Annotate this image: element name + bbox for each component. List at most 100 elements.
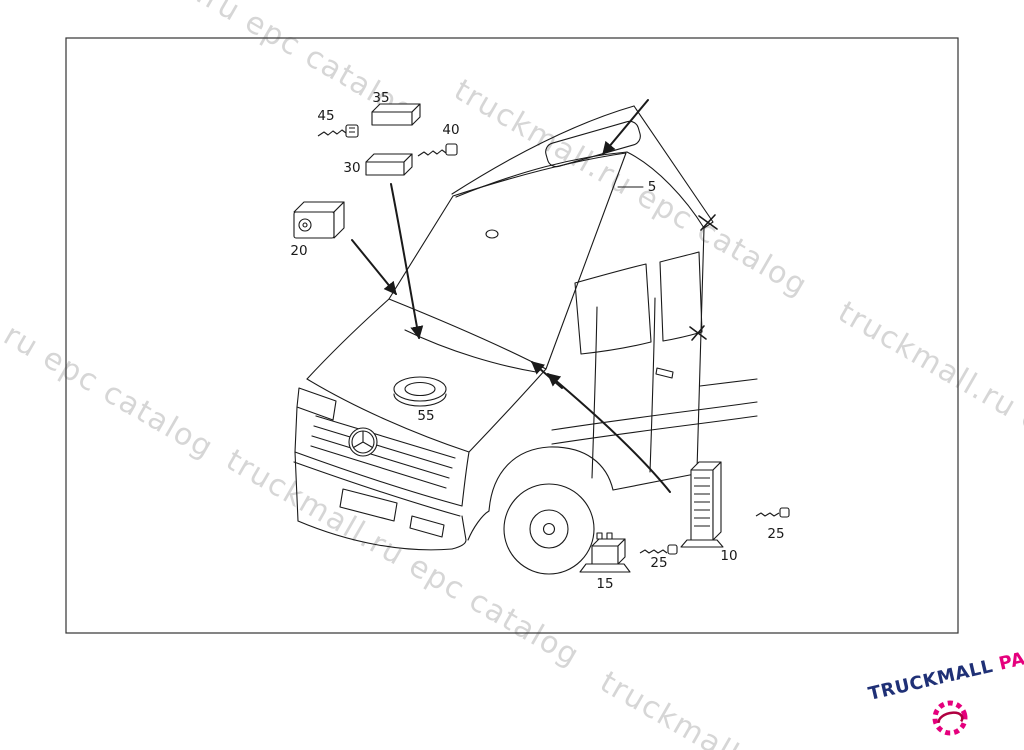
- part-label-25b: 25: [767, 526, 784, 542]
- connector-detail: [349, 127, 355, 133]
- diagram-border: [65, 37, 959, 634]
- bumper-bottom: [297, 520, 453, 551]
- box-front: [365, 161, 405, 176]
- harness-cut-mark: [698, 214, 718, 231]
- logo: TRUCKMALL PARTS: [866, 639, 1024, 736]
- harness-cut-mark: [689, 325, 707, 341]
- part-label-10: 10: [720, 548, 737, 564]
- connector-body: [667, 544, 678, 555]
- van-line: [633, 105, 714, 229]
- part-label-5: 5: [648, 179, 657, 195]
- part-30-box: [365, 153, 413, 176]
- relay-front: [591, 545, 619, 565]
- leader-arrow: [602, 99, 649, 155]
- part-35-box: [371, 103, 421, 126]
- fusebox-base: [680, 539, 724, 548]
- grille-slat: [315, 415, 456, 459]
- fog-lamp: [409, 515, 445, 538]
- license-plate: [339, 488, 398, 522]
- fusebox-front: [690, 469, 714, 541]
- relay-bracket: [579, 563, 631, 573]
- van-drawing: [293, 105, 758, 575]
- leader-arrow: [547, 373, 671, 493]
- side-window: [659, 251, 703, 342]
- grommet-outline: [393, 376, 447, 402]
- logo-text-accent: PARTS: [997, 639, 1024, 674]
- part-label-40: 40: [442, 122, 459, 138]
- logo-gear-icon: [932, 700, 968, 736]
- door-edge: [649, 297, 656, 473]
- part-label-55: 55: [417, 408, 434, 424]
- roof-harness-outline: [545, 120, 641, 168]
- box-side: [411, 103, 421, 126]
- part-drawings: [293, 103, 790, 573]
- van-line: [696, 227, 705, 471]
- rocker-line: [612, 472, 701, 491]
- body-line: [551, 415, 758, 445]
- hood-crease: [404, 329, 537, 373]
- grommet-rim: [393, 393, 447, 407]
- connector-body: [779, 507, 790, 518]
- part-15-relay: [579, 532, 631, 573]
- leader-arrow: [531, 361, 563, 389]
- leader-arrow: [390, 183, 424, 340]
- part-label-20: 20: [290, 243, 307, 259]
- watermark-text: truckmall.ru epc catalog: [832, 295, 1024, 526]
- unit-grommet-pin: [302, 222, 308, 228]
- grille-slat: [311, 435, 450, 479]
- part-labels: 45 35 40 30 20 5 55 15 25 10 25: [290, 90, 784, 592]
- watermark-text: truckmall.ru epc catalog: [0, 235, 220, 466]
- unit-side: [333, 201, 345, 239]
- part-10-fuse-box: [680, 461, 724, 548]
- front-corner: [294, 406, 298, 453]
- connector-teeth: [755, 512, 780, 517]
- connector-teeth: [639, 549, 668, 554]
- bumper-line: [293, 461, 461, 517]
- body-line: [551, 401, 758, 431]
- rim: [529, 509, 569, 549]
- connector-body: [445, 143, 458, 156]
- harness-arrows: [351, 99, 671, 493]
- connector-body: [345, 124, 359, 138]
- box-side: [403, 153, 413, 176]
- gear-swirl: [937, 711, 964, 724]
- watermark-text: truckmall.ru epc catalog: [56, 0, 422, 130]
- part-25-connector-left: [639, 544, 678, 555]
- gear-teeth: [932, 700, 968, 736]
- fusebox-slots: [694, 477, 710, 527]
- front-face-edge: [461, 451, 470, 507]
- fender-line: [467, 510, 490, 541]
- tire: [503, 483, 595, 575]
- windshield: [388, 152, 627, 370]
- bumper-edge: [294, 451, 299, 522]
- bumper-end: [451, 515, 467, 550]
- door-edge: [591, 306, 598, 479]
- wheel-arch: [488, 446, 614, 512]
- part-label-25a: 25: [650, 555, 667, 571]
- logo-text: TRUCKMALL PARTS: [866, 639, 1024, 705]
- relay-side: [617, 538, 626, 565]
- hood-front: [306, 378, 470, 453]
- part-25-connector-right: [755, 507, 790, 518]
- relay-terminal: [596, 532, 603, 540]
- relay-terminal: [606, 532, 613, 540]
- part-label-30: 30: [343, 160, 360, 176]
- hood-edge: [468, 368, 547, 453]
- part-label-35: 35: [372, 90, 389, 106]
- van-line: [626, 151, 705, 229]
- part-label-45: 45: [317, 108, 334, 124]
- headlight: [296, 387, 337, 421]
- part-label-15: 15: [596, 576, 613, 592]
- body-line: [699, 378, 758, 387]
- grille-slat: [313, 425, 453, 469]
- part-20-control-unit: [293, 201, 345, 239]
- door-window: [574, 263, 652, 355]
- hub: [542, 522, 556, 536]
- box-front: [371, 111, 413, 126]
- door-handle: [655, 367, 674, 379]
- logo-text-primary: TRUCKMALL: [866, 656, 995, 705]
- part-45-connector: [317, 124, 359, 138]
- van-line: [451, 105, 635, 195]
